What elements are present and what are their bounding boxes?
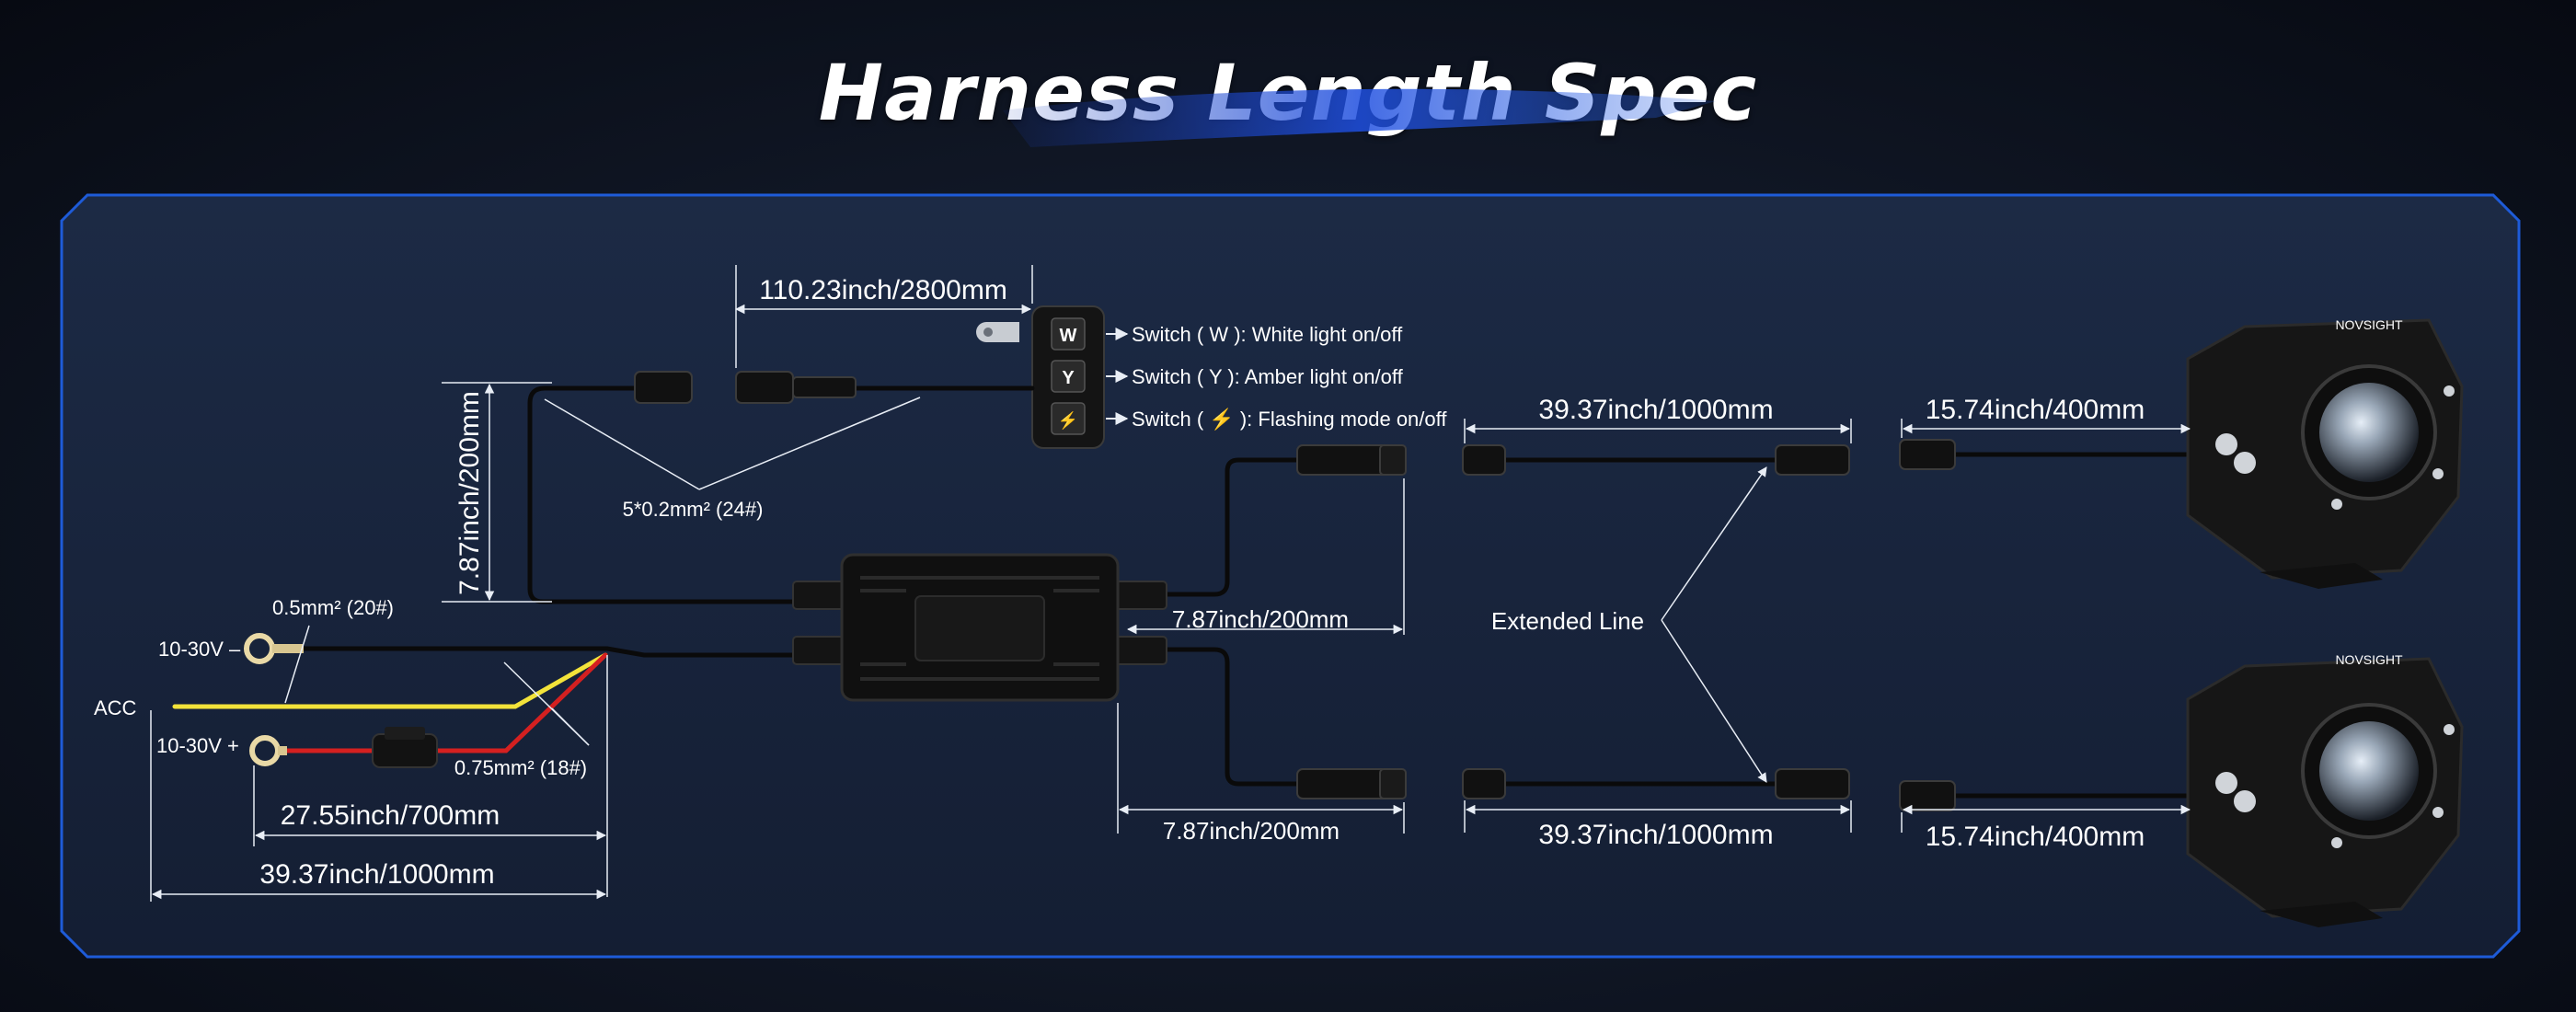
terminal-positive-label: 10-30V + bbox=[156, 734, 239, 757]
switch-w-button bbox=[1051, 317, 1086, 351]
dim-vertical-cable: 7.87inch/200mm bbox=[454, 391, 485, 595]
switch-flash-button bbox=[1051, 402, 1086, 435]
fuse-holder bbox=[372, 727, 438, 768]
ring-terminal-positive bbox=[249, 735, 287, 766]
dim-ext-lower: 39.37inch/1000mm bbox=[1538, 820, 1773, 850]
connector-ext-upper-right bbox=[1775, 444, 1850, 476]
connector-lamp-upper bbox=[1899, 439, 1956, 470]
connector-vertical-top bbox=[634, 371, 693, 404]
lamp-brand-lower: NOVSIGHT bbox=[2335, 652, 2403, 667]
extended-line-label: Extended Line bbox=[1491, 607, 1644, 635]
connector-lamp-lower bbox=[1899, 780, 1956, 811]
dim-power-total: 39.37inch/1000mm bbox=[259, 859, 494, 890]
ring-terminal-negative bbox=[244, 633, 304, 664]
connector-switch-left bbox=[735, 371, 794, 404]
dim-lamp-upper: 15.74inch/400mm bbox=[1926, 395, 2145, 425]
dim-output-upper: 7.87inch/200mm bbox=[1172, 605, 1349, 633]
dim-ext-upper: 39.37inch/1000mm bbox=[1538, 395, 1773, 425]
switch-flash-glyph: ⚡ bbox=[1058, 410, 1078, 431]
controller-box bbox=[792, 553, 1167, 702]
dim-fuse-run: 27.55inch/700mm bbox=[281, 800, 500, 831]
lamp-brand-upper: NOVSIGHT bbox=[2335, 317, 2403, 332]
terminal-acc-label: ACC bbox=[94, 696, 137, 719]
dim-lamp-lower: 15.74inch/400mm bbox=[1926, 822, 2145, 852]
connector-ext-lower-right bbox=[1775, 768, 1850, 799]
acc-wire-yellow bbox=[172, 652, 608, 709]
connector-ext-upper-left bbox=[1462, 444, 1506, 476]
switch-y-button bbox=[1051, 360, 1086, 393]
title-brush-stroke bbox=[1003, 88, 1716, 147]
dim-output-lower: 7.87inch/200mm bbox=[1163, 817, 1340, 845]
wire-spec-signal: 5*0.2mm² (24#) bbox=[623, 498, 764, 521]
switch-y-label: Switch ( Y ): Amber light on/off bbox=[1132, 365, 1404, 388]
terminal-negative-label: 10-30V – bbox=[158, 638, 241, 661]
black-wires bbox=[301, 385, 2202, 799]
switch-w-glyph: W bbox=[1060, 326, 1077, 346]
switch-y-glyph: Y bbox=[1062, 368, 1075, 388]
fog-lamp-upper: NOVSIGHT bbox=[2186, 317, 2464, 589]
connector-ext-lower-left bbox=[1462, 768, 1506, 799]
switch-flash-label: Switch ( ⚡ ): Flashing mode on/off bbox=[1132, 408, 1447, 431]
switch-panel: W Y ⚡ bbox=[976, 305, 1105, 449]
switch-w-label: Switch ( W ): White light on/off bbox=[1132, 323, 1403, 346]
wire-spec-power: 0.75mm² (18#) bbox=[454, 756, 587, 779]
positive-wire-red bbox=[282, 652, 608, 753]
wire-spec-acc: 0.5mm² (20#) bbox=[272, 596, 394, 619]
fog-lamp-lower: NOVSIGHT bbox=[2186, 652, 2464, 927]
dim-switch-cable: 110.23inch/2800mm bbox=[759, 275, 1007, 305]
